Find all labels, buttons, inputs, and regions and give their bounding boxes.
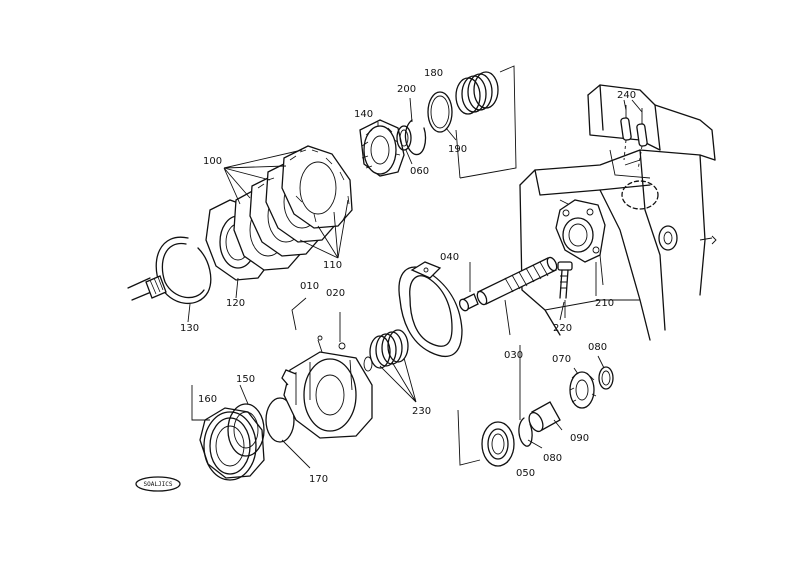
label-020: 020 [326, 288, 345, 299]
part-190-ring [427, 91, 453, 133]
part-220-bolt [557, 261, 573, 318]
part-240-pins [620, 105, 648, 171]
parts-100-110-clutch-discs [233, 145, 353, 271]
label-010: 010 [300, 281, 319, 292]
label-030: 030 [504, 350, 523, 361]
label-050: 050 [516, 468, 535, 479]
brake-band [398, 261, 463, 357]
part-050-bearing [457, 409, 515, 467]
part-060-ring [396, 125, 412, 151]
part-140-gear [359, 119, 405, 177]
label-090: 090 [570, 433, 589, 444]
part-210-cover [555, 199, 606, 286]
part-180-spring [455, 65, 517, 179]
label-170: 170 [309, 474, 328, 485]
transmission-housing [519, 84, 717, 341]
stamp-text: SOALJICS [144, 481, 173, 488]
label-140: 140 [354, 109, 373, 120]
part-020-hub [338, 312, 346, 350]
label-230: 230 [412, 406, 431, 417]
part-080-ring-upper [598, 366, 614, 390]
part-130-snap-ring [155, 236, 212, 305]
label-040: 040 [440, 252, 459, 263]
part-150-piston [227, 403, 265, 457]
part-080-snap-ring-lower [518, 417, 533, 447]
part-030-shaft [476, 256, 558, 336]
label-100: 100 [203, 156, 222, 167]
label-070: 070 [552, 354, 571, 365]
part-200-snap-ring [404, 119, 427, 156]
label-120: 120 [226, 298, 245, 309]
part-070-gear [519, 345, 597, 420]
label-060: 060 [410, 166, 429, 177]
reference-stamp: SOALJICS [135, 476, 181, 492]
part-230-springs [363, 329, 409, 372]
label-150: 150 [236, 374, 255, 385]
label-180: 180 [424, 68, 443, 79]
label-200: 200 [397, 84, 416, 95]
part-040-bushing [458, 262, 479, 312]
label-190: 190 [448, 144, 467, 155]
input-shaft [127, 275, 167, 301]
label-110: 110 [323, 260, 342, 271]
label-160-lower: 160 [198, 394, 217, 405]
part-090-sleeve [528, 401, 561, 433]
part-160-piston-housing [191, 385, 265, 481]
leader-lines [187, 77, 643, 469]
label-220: 220 [553, 323, 572, 334]
label-240: 240 [617, 90, 636, 101]
part-170-oring [265, 397, 295, 443]
label-080-upper: 080 [588, 342, 607, 353]
label-080-lower: 080 [543, 453, 562, 464]
part-010-drum [281, 335, 373, 439]
label-130: 130 [180, 323, 199, 334]
part-labels: 100 110 120 130 140 060 200 190 180 240 … [180, 68, 636, 485]
label-210: 210 [595, 298, 614, 309]
